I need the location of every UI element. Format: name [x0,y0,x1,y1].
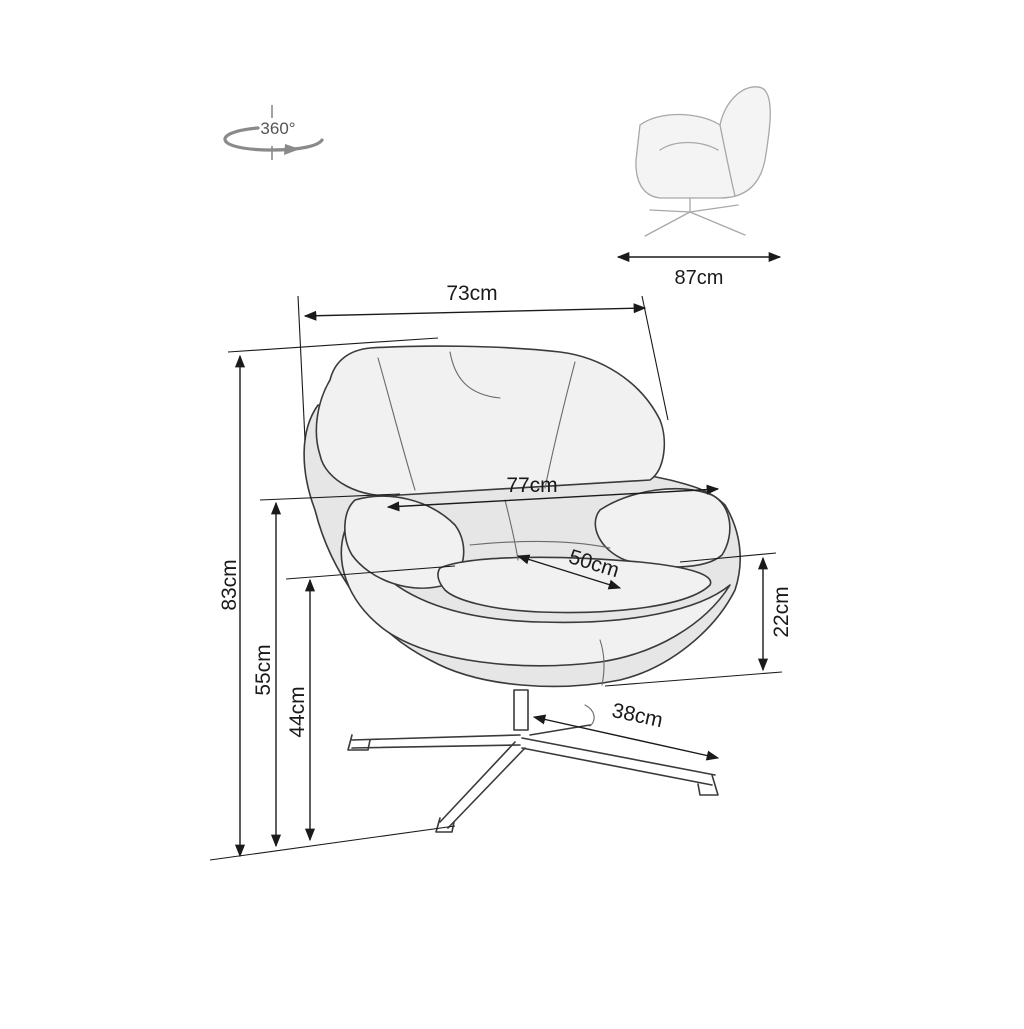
seat-height-label: 44cm [286,686,309,737]
reclined-chair-sketch [635,86,771,237]
rotate-360-label: 360° [260,119,295,138]
swivel-chair-sketch [303,345,741,833]
armrest-height-label: 55cm [252,644,275,695]
base-radius-label: 38cm [610,699,665,732]
reclined-depth-dimension: 87cm [616,251,782,289]
armrest-above-seat-label: 22cm [770,586,793,637]
armrest-above-seat-dimension: 22cm [604,552,793,687]
depth-label: 73cm [446,282,497,305]
seat-height-dimension: 44cm [285,565,456,842]
seat-width-label: 77cm [506,474,557,497]
total-height-label: 83cm [218,559,241,610]
rotate-360-icon: 360° [223,105,324,160]
reclined-depth-label: 87cm [675,267,724,289]
depth-dimension: 73cm [297,282,669,441]
base-radius-dimension: 38cm [532,699,720,761]
armrest-height-dimension: 55cm [252,501,282,848]
total-height-dimension: 83cm [209,337,456,861]
seat-width-dimension: 77cm [259,474,720,512]
